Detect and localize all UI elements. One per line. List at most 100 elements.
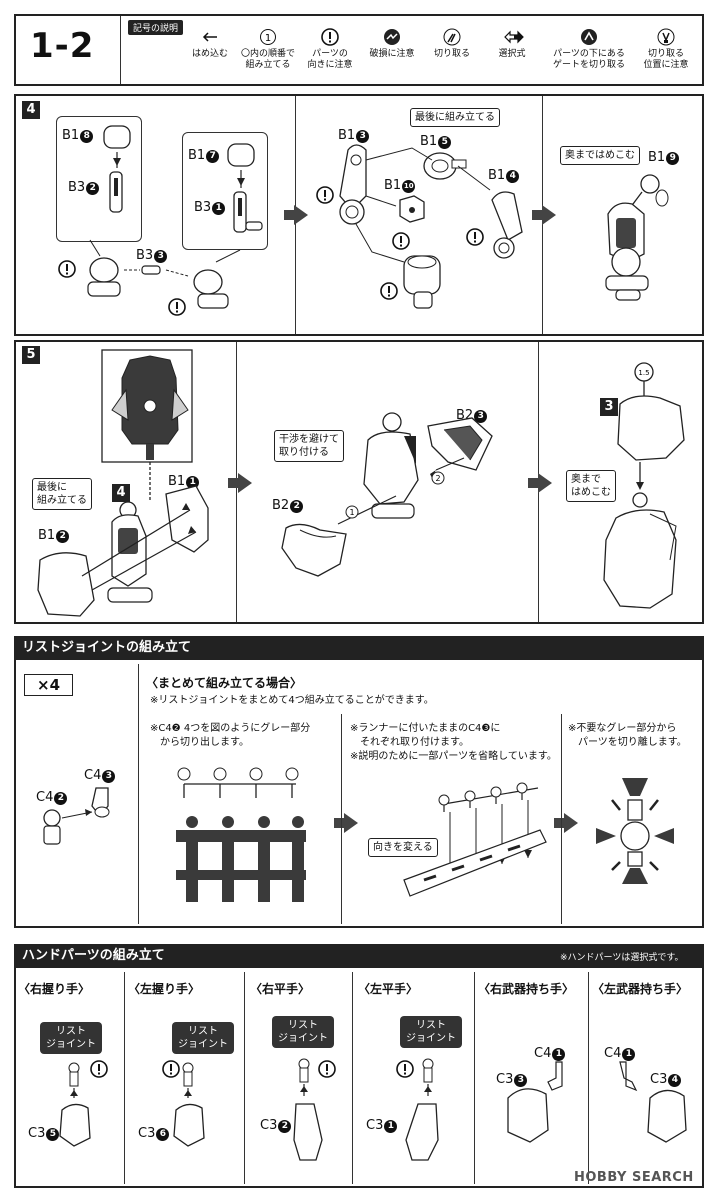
wrist-runner-cutting [176,767,306,902]
part-number-badge: 5 [46,1128,60,1141]
hand-label-left-fist: 〈左握り手〉 [128,982,201,996]
step-arrow-right-icon [294,205,308,225]
hand-label-right-fist: 〈右握り手〉 [18,982,91,996]
exclamation-icon [396,1060,414,1078]
legend-text: 〇内の順番で 組み立てる [240,49,295,70]
wrist-runner-attach [403,782,547,897]
legend-item-orientation: パーツの 向きに注意 [300,28,360,71]
note-push-in-5: 奥まで はめこむ [566,470,616,502]
part-number-badge: 2 [290,500,304,513]
order-badge: 2 [435,474,440,483]
wrist-note-3: ※不要なグレー部分から パーツを切り離します。 [568,723,687,748]
watermark: HOBBY SEARCH [574,1170,694,1185]
hand-divider-1 [124,972,125,1184]
wrist-divider-1 [138,664,139,924]
legend-item-order: 1 〇内の順番で 組み立てる [238,28,298,71]
step-arrow-right-icon [344,813,358,833]
part-number-badge: 3 [356,130,370,143]
header-divider [120,16,121,84]
wrist-joint-tag: リスト ジョイント [272,1016,334,1048]
part-number-badge: 1 [212,202,226,215]
legend-title: 記号の説明 [128,20,184,35]
exclamation-icon [392,232,410,250]
gate-cut-icon [581,29,597,45]
step-arrow-right-icon [564,813,578,833]
hand-section-note: ※ハンドパーツは選択式です。 [560,953,684,963]
part-number-badge: 6 [156,1128,170,1141]
step5-parts-middle: 1 2 [281,412,493,577]
hand-label-right-flat: 〈右平手〉 [250,982,311,996]
double-arrow-icon [504,30,524,44]
part-number-badge: 9 [666,152,680,165]
exclamation-icon [321,28,339,46]
step4-parts-left [87,125,263,309]
step4-number: 4 [22,101,40,119]
legend-text: パーツの下にある ゲートを切り取る [552,49,625,70]
wrist-heading: 〈まとめて組み立てる場合〉 [146,676,303,690]
note-avoid-interference: 干渉を避けて 取り付ける [274,430,344,462]
step-arrow-body [334,818,344,828]
part-number-badge: 2 [56,530,70,543]
hand-label-right-weapon: 〈右武器持ち手〉 [478,982,575,996]
legend-item-select: 選択式 [482,28,542,60]
ball-size-label: 1.5 [638,369,649,377]
part-number-badge: 4 [668,1074,682,1087]
wrist-multiplier: ×4 [24,674,74,696]
legend-item-cut-position: 切り取る 位置に注意 [636,28,696,71]
hand-divider-3 [352,972,353,1184]
step4-subbox-left [56,116,142,242]
part-number-badge: 5 [438,136,452,149]
part-number-badge: 3 [474,410,488,423]
part-number-badge: 3 [102,770,116,783]
wrist-section-frame [14,660,704,928]
legend-text: 切り取る [433,49,470,59]
break-warning-icon [384,29,400,45]
hand-label-left-weapon: 〈左武器持ち手〉 [592,982,689,996]
arrow-left-icon [202,32,217,42]
legend-text: はめ込む [191,49,228,59]
legend-item-gate: パーツの下にある ゲートを切り取る [552,28,626,71]
hand-divider-5 [588,972,589,1184]
wrist-divider-3 [561,714,562,924]
wrist-note-1: ※C4❷ 4つを図のようにグレー部分 から切り出します。 [150,723,311,748]
step4-subbox-right [182,132,268,250]
wrist-section-title: リストジョイントの組み立て [14,636,704,660]
legend-text: パーツの 向きに注意 [307,49,353,70]
exclamation-icon [90,1060,108,1078]
step-arrow-body [284,210,294,220]
part-number-badge: 1 [552,1048,566,1061]
hand-label-left-flat: 〈左平手〉 [358,982,419,996]
step4-parts-right [605,174,669,301]
order-badge: 1 [349,508,354,517]
note-turn-direction: 向きを変える [368,838,438,857]
exclamation-icon [380,282,398,300]
step5-substep-4: 4 [112,484,130,502]
note-push-in: 奥まではめこむ [560,146,640,165]
hand-section-title: ハンドパーツの組み立て [14,944,704,968]
hand-section-frame [14,968,704,1188]
hand-divider-2 [244,972,245,1184]
step-id: 1-2 [30,26,95,66]
part-number-badge: 1 [622,1048,636,1061]
part-number-badge: 2 [54,792,68,805]
step-arrow-body [228,478,238,488]
wrist-note-2: ※ランナーに付いたままのC4❸に それぞれ取り付けます。 ※説明のために一部パー… [350,723,557,762]
step-arrow-right-icon [238,473,252,493]
legend-item-break: 破損に注意 [362,28,422,60]
part-number-badge: 7 [206,150,220,163]
